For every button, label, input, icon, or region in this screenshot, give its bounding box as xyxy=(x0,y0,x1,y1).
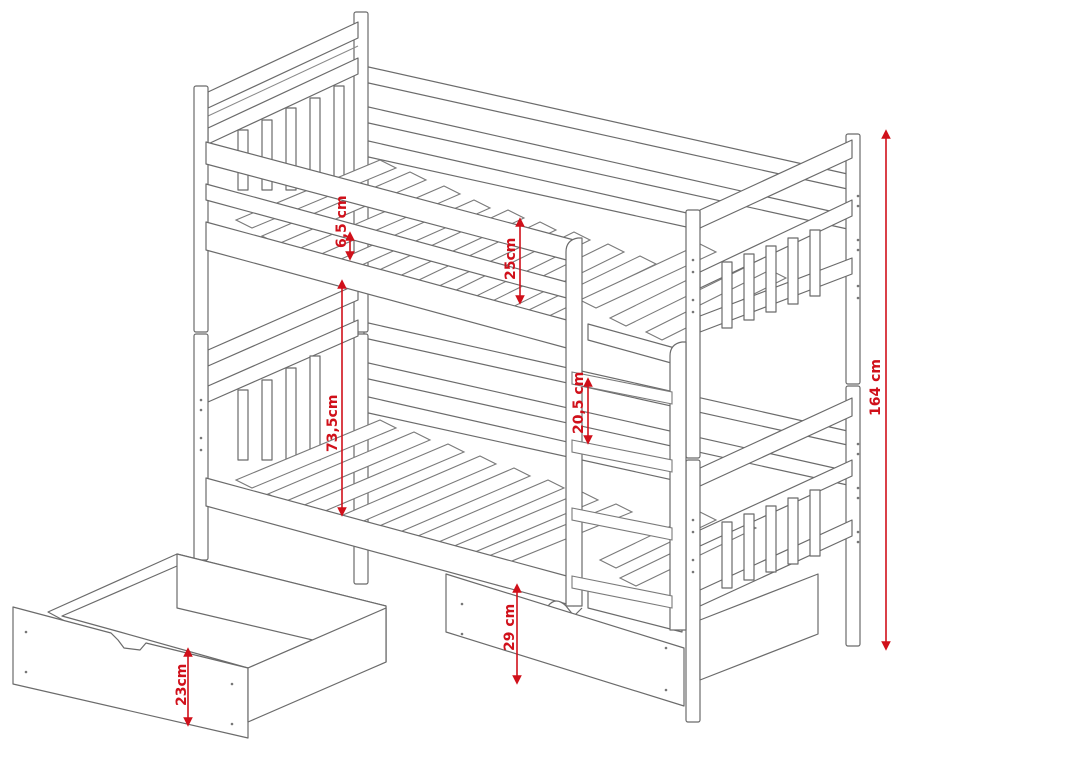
upper-guard-height-label: 25cm xyxy=(503,237,519,280)
rail-gap-label: 6,5 cm xyxy=(334,195,350,248)
ladder xyxy=(547,237,687,631)
ladder-step-spacing-label: 20,5 cm xyxy=(571,371,587,434)
upper-front-guard-rail xyxy=(205,141,683,367)
lower-left-headboard xyxy=(207,283,359,461)
upper-left-headboard xyxy=(207,21,359,191)
total-height-label: 164 cm xyxy=(868,359,884,416)
right-footboard xyxy=(699,139,853,607)
under-bed-clearance-label: 29 cm xyxy=(502,603,518,651)
pulled-out-drawer xyxy=(12,553,387,739)
dimension-lines xyxy=(183,129,891,727)
lower-clearance-label: 73,5cm xyxy=(325,394,341,452)
under-bed-drawer xyxy=(445,573,819,707)
drawer-height-label: 23cm xyxy=(174,663,190,706)
left-front-posts xyxy=(193,85,209,561)
